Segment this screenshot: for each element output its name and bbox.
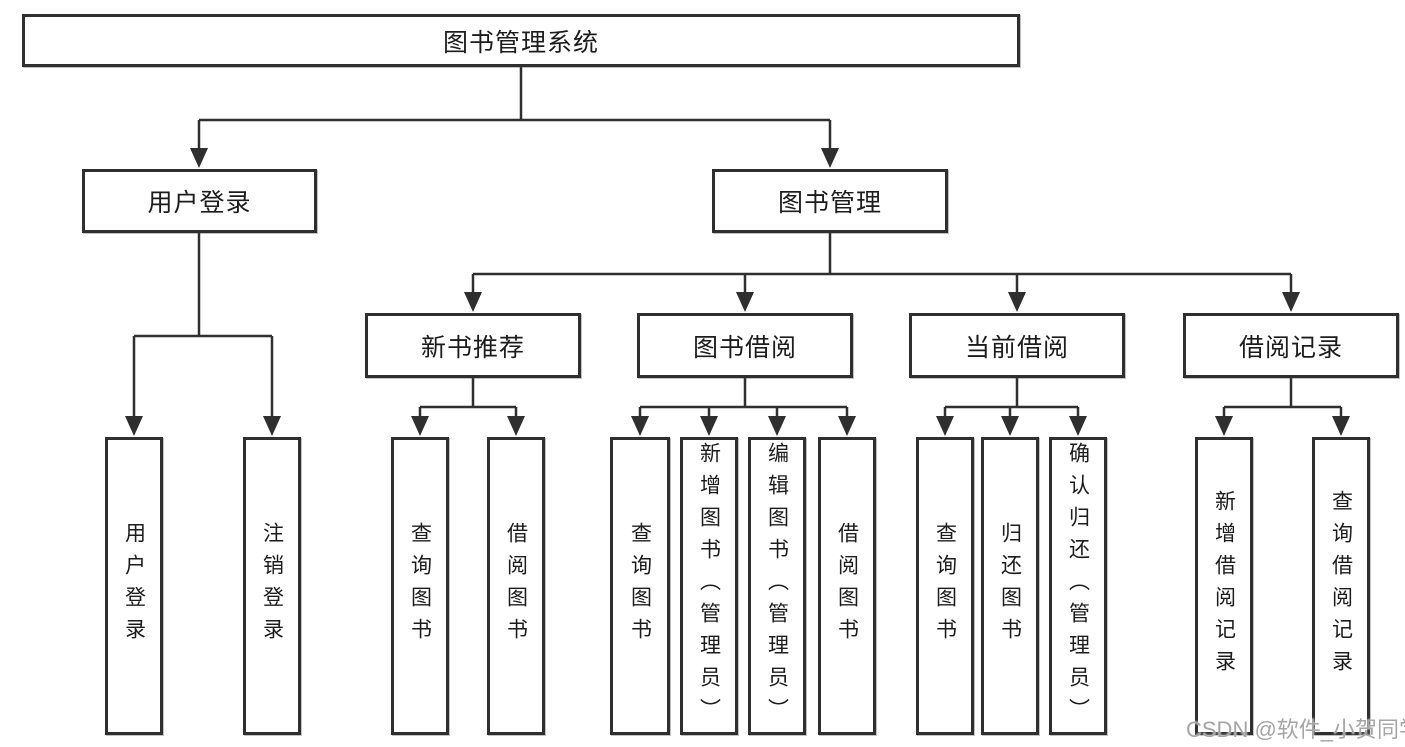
node-current-borrowing: 当前借阅 — [909, 313, 1125, 378]
leaf-edit-book-admin: 编辑图书（管理员） — [748, 437, 806, 735]
node-label: 查询图书 — [933, 522, 957, 650]
node-new-book-recommendation: 新书推荐 — [365, 313, 581, 378]
leaf-confirm-return-admin: 确认归还（管理员） — [1049, 437, 1107, 735]
node-label: 用户登录 — [147, 189, 252, 217]
leaf-query-books-current: 查询图书 — [916, 437, 974, 735]
node-label: 借阅图书 — [504, 522, 528, 650]
node-label: 确认归还（管理员） — [1066, 442, 1090, 730]
leaf-user-login: 用户登录 — [105, 437, 163, 735]
node-label: 新增图书（管理员） — [697, 442, 721, 730]
watermark: CSDN @软件_小贺同学 — [1186, 717, 1405, 742]
leaf-query-borrow-record: 查询借阅记录 — [1312, 437, 1370, 735]
arrowheads — [125, 148, 1350, 436]
leaf-borrow-books-borrowing: 借阅图书 — [818, 437, 876, 735]
node-label: 归还图书 — [998, 522, 1022, 650]
leaf-add-borrow-record: 新增借阅记录 — [1195, 437, 1253, 735]
leaf-logout: 注销登录 — [243, 437, 301, 735]
node-label: 编辑图书（管理员） — [765, 442, 789, 730]
node-label: 当前借阅 — [964, 333, 1069, 362]
node-library-system: 图书管理系统 — [22, 14, 1020, 67]
leaf-query-books-recommend: 查询图书 — [391, 437, 449, 735]
node-borrowing-records: 借阅记录 — [1183, 313, 1399, 378]
node-label: 查询图书 — [628, 522, 652, 650]
node-book-borrowing: 图书借阅 — [637, 313, 853, 378]
node-label: 图书借阅 — [692, 333, 797, 362]
node-label: 用户登录 — [122, 522, 146, 650]
node-label: 借阅记录 — [1238, 333, 1343, 362]
node-label: 查询借阅记录 — [1329, 490, 1353, 682]
leaf-borrow-books-recommend: 借阅图书 — [487, 437, 545, 735]
node-label: 图书管理系统 — [442, 28, 599, 57]
node-label: 图书管理 — [777, 189, 882, 217]
node-label: 新书推荐 — [420, 333, 525, 362]
connector-paths — [132, 67, 1343, 418]
leaf-add-book-admin: 新增图书（管理员） — [680, 437, 738, 735]
leaf-query-books-borrowing: 查询图书 — [610, 437, 670, 735]
node-user-login: 用户登录 — [82, 169, 317, 233]
leaf-return-book: 归还图书 — [981, 437, 1039, 735]
node-book-management: 图书管理 — [712, 169, 948, 233]
node-label: 注销登录 — [260, 522, 284, 650]
node-label: 借阅图书 — [835, 522, 859, 650]
node-label: 查询图书 — [408, 522, 432, 650]
node-label: 新增借阅记录 — [1212, 490, 1236, 682]
